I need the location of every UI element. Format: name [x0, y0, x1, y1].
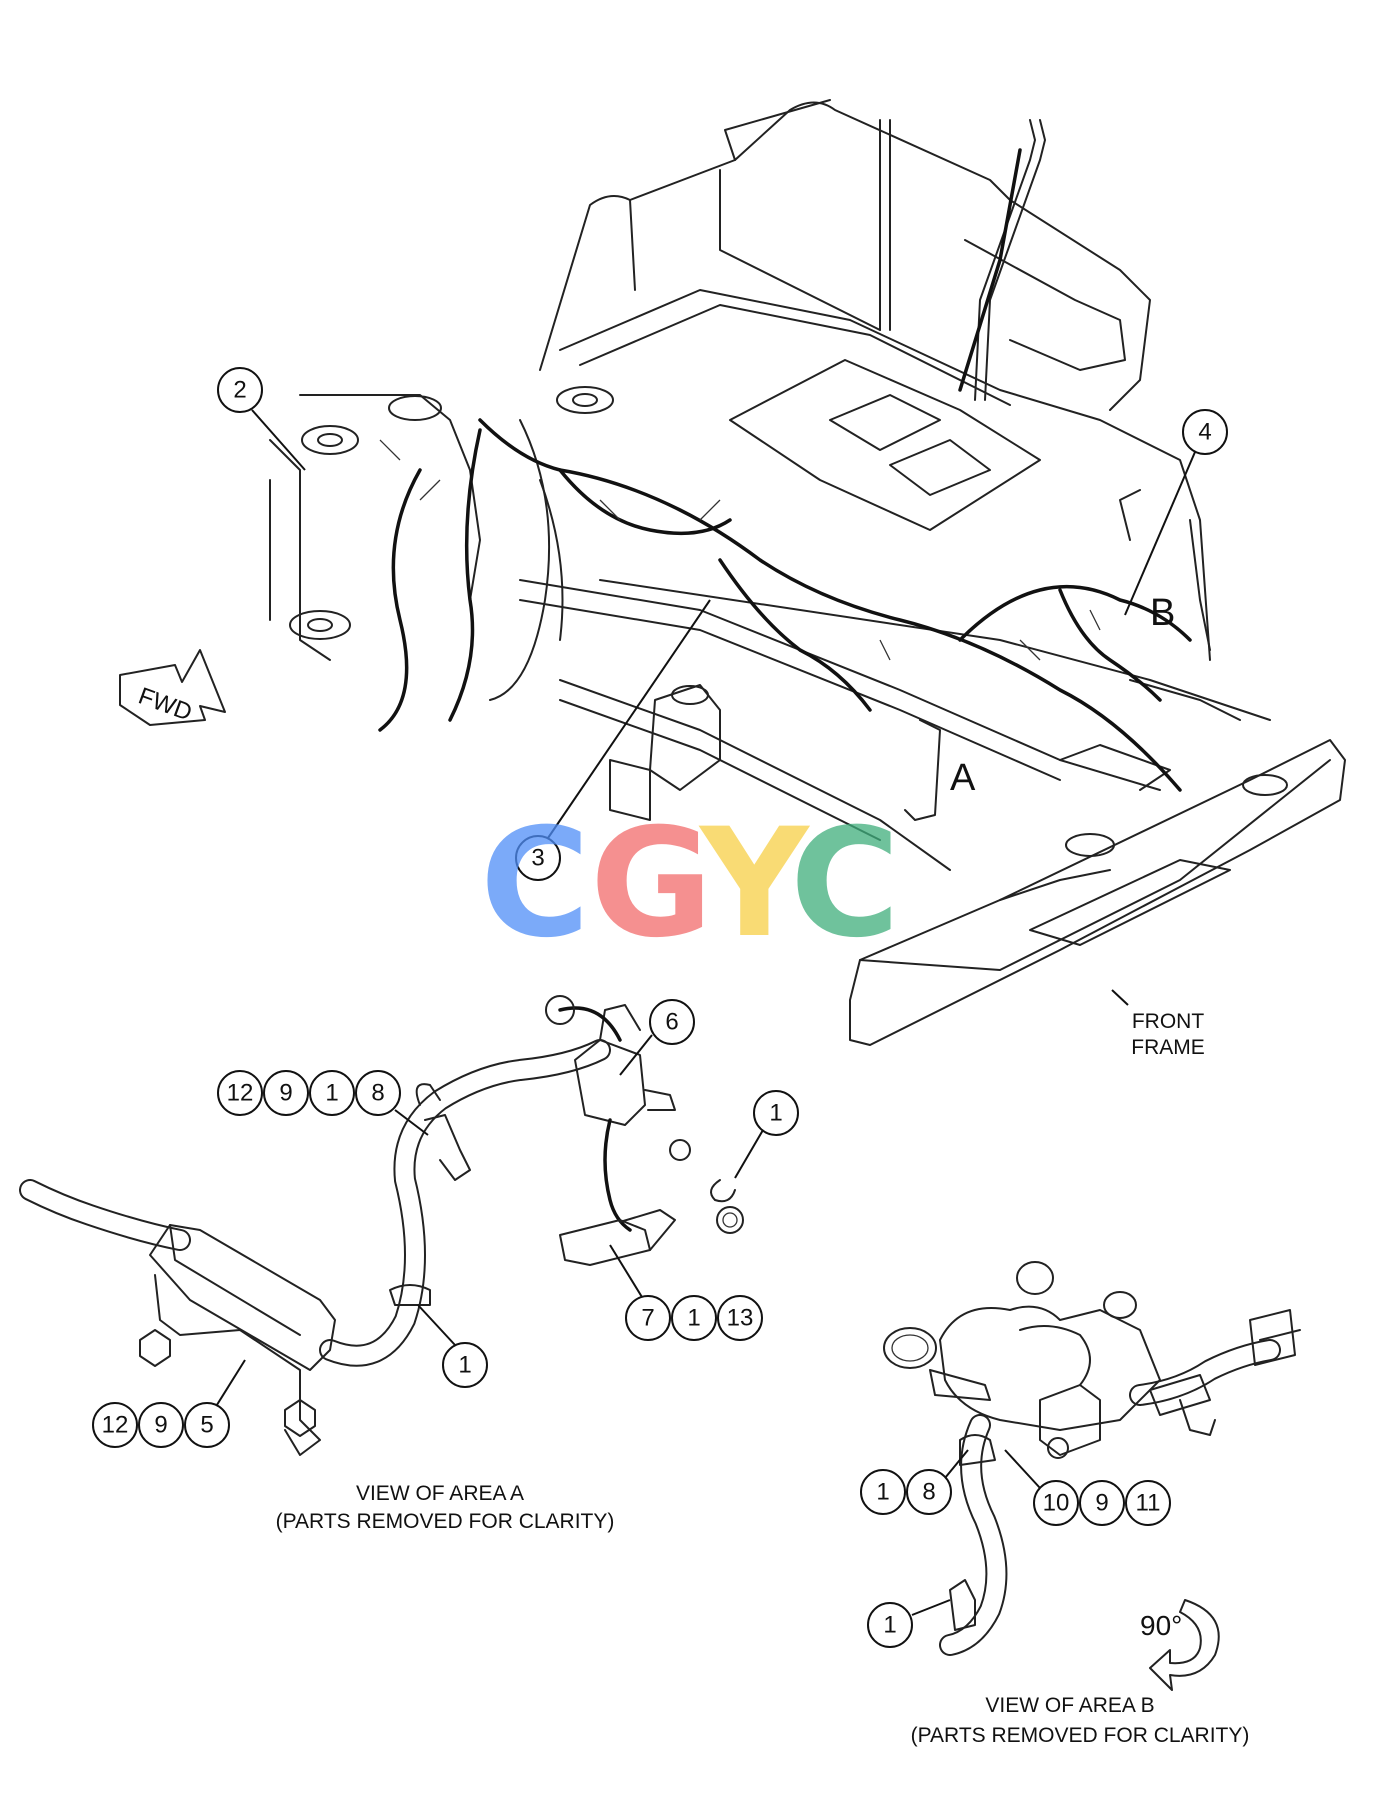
callout-item-1-mid: 1 — [442, 1342, 488, 1388]
svg-text:9: 9 — [1095, 1490, 1108, 1517]
svg-text:9: 9 — [279, 1080, 292, 1107]
callout-group-12-9-1-8: 12 9 1 8 — [217, 1070, 401, 1116]
svg-text:1: 1 — [769, 1100, 782, 1127]
watermark-letter-4: C — [790, 797, 900, 971]
callout-group-10-9-11: 10 9 11 — [1033, 1480, 1171, 1526]
svg-text:10: 10 — [1043, 1490, 1070, 1517]
svg-text:4: 4 — [1198, 419, 1211, 446]
front-frame-label-line1: FRONT — [1132, 1010, 1204, 1033]
svg-text:6: 6 — [665, 1009, 678, 1036]
svg-text:1: 1 — [458, 1352, 471, 1379]
callout-item-6: 6 — [649, 999, 695, 1045]
front-frame-label-line2: FRAME — [1131, 1036, 1205, 1059]
callout-item-4: 4 — [1182, 409, 1228, 455]
svg-text:8: 8 — [922, 1479, 935, 1506]
area-b-detail-drawing — [883, 1261, 1301, 1656]
svg-text:1: 1 — [876, 1479, 889, 1506]
machine-frame-drawing — [119, 99, 1346, 1046]
svg-text:9: 9 — [154, 1412, 167, 1439]
watermark-letter-2: G — [590, 797, 713, 971]
callout-item-1-bottom: 1 — [867, 1602, 913, 1648]
watermark-letter-3: Y — [698, 797, 811, 971]
svg-text:12: 12 — [227, 1080, 254, 1107]
svg-text:1: 1 — [687, 1305, 700, 1332]
svg-text:7: 7 — [641, 1305, 654, 1332]
area-a-label: A — [950, 757, 976, 799]
svg-text:1: 1 — [883, 1612, 896, 1639]
view-a-caption-line2: (PARTS REMOVED FOR CLARITY) — [276, 1510, 615, 1533]
view-a-caption-line1: VIEW OF AREA A — [356, 1482, 524, 1505]
callout-group-12-9-5: 12 9 5 — [92, 1402, 230, 1448]
svg-text:11: 11 — [1136, 1490, 1161, 1517]
svg-text:1: 1 — [325, 1080, 338, 1107]
callout-item-1-right: 1 — [753, 1090, 799, 1136]
area-b-label: B — [1150, 592, 1175, 634]
watermark-logo: C G Y C — [480, 797, 900, 971]
callout-group-1-8: 1 8 — [860, 1469, 952, 1515]
svg-text:5: 5 — [200, 1412, 213, 1439]
svg-text:8: 8 — [371, 1080, 384, 1107]
view-b-caption-line2: (PARTS REMOVED FOR CLARITY) — [911, 1724, 1250, 1747]
svg-text:13: 13 — [727, 1305, 754, 1332]
svg-text:2: 2 — [233, 377, 246, 404]
fwd-arrow-icon — [119, 649, 226, 726]
rotation-arrow-icon — [1149, 1599, 1220, 1691]
callout-item-2: 2 — [217, 367, 263, 413]
callout-item-3: 3 — [515, 835, 561, 881]
callout-group-7-1-13: 7 1 13 — [625, 1295, 763, 1341]
svg-text:3: 3 — [531, 845, 544, 872]
watermark-letter-1: C — [480, 797, 590, 971]
svg-text:12: 12 — [102, 1412, 129, 1439]
view-b-caption-line1: VIEW OF AREA B — [985, 1694, 1154, 1717]
area-a-detail-drawing — [19, 995, 744, 1456]
rotation-label: 90° — [1140, 1610, 1182, 1641]
